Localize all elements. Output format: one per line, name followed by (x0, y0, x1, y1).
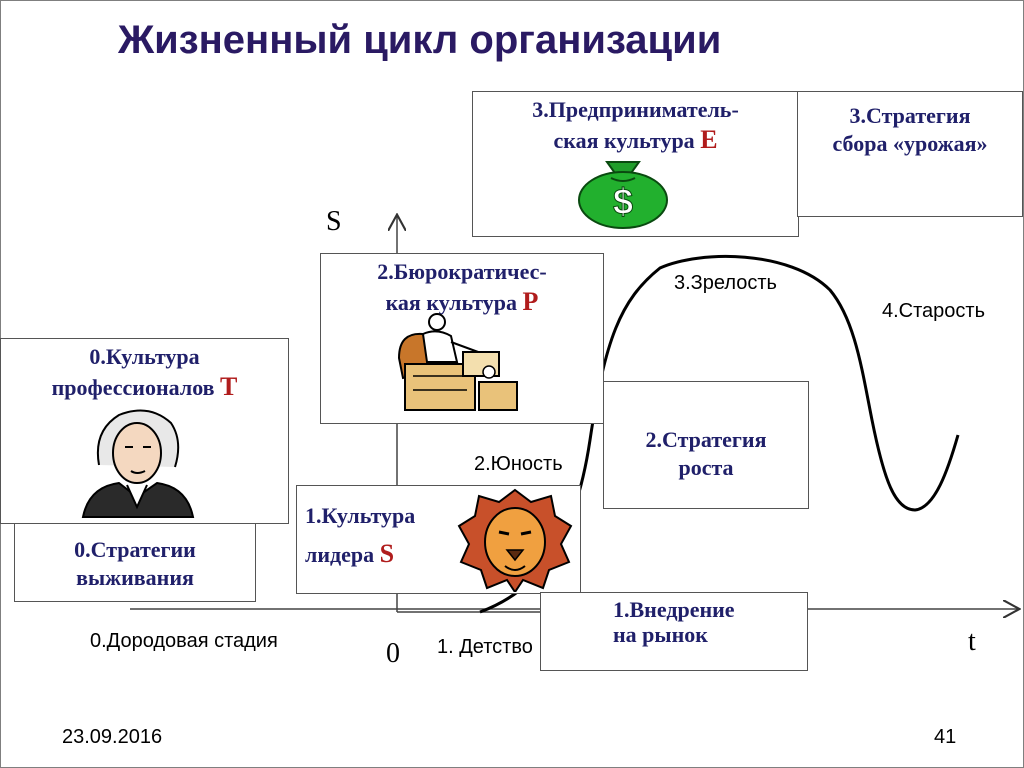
leader-culture-box: 1.Культура лидера S (296, 485, 581, 594)
professionals-culture-box: 0.Культура профессионалов T (0, 338, 289, 524)
leader-letter: S (379, 539, 395, 569)
office-desk-icon (397, 313, 518, 411)
origin-label: 0 (386, 638, 400, 669)
leader-line1: 1.Культура (305, 503, 416, 528)
slide-title: Жизненный цикл организации (118, 18, 722, 62)
entrepreneurial-line2: ская культура (553, 127, 695, 153)
leader-line2: лидера (305, 542, 375, 568)
stage-childhood: 1. Детство (437, 636, 533, 658)
stage-youth: 2.Юность (474, 453, 563, 475)
bureaucratic-line1: 2.Бюрократичес- (377, 259, 547, 284)
lion-icon (457, 488, 573, 592)
market-entry-line2: на рынок (613, 622, 708, 648)
professionals-line2: профессионалов (51, 374, 215, 400)
entrepreneurial-line1: 3.Предприниматель- (532, 97, 739, 122)
survival-line2: выживания (76, 564, 194, 590)
bureaucratic-culture-box: 2.Бюрократичес- кая культура P (320, 253, 604, 424)
stage-old-age: 4.Старость (882, 300, 986, 322)
svg-text:$: $ (613, 181, 633, 222)
page-number: 41 (934, 726, 957, 748)
survival-line1: 0.Стратегии (74, 537, 196, 562)
market-entry-line1: 1.Внедрение (613, 597, 735, 622)
y-axis-label: S (326, 206, 342, 237)
harvest-line2: сбора «урожая» (832, 130, 988, 156)
harvest-strategy-box: 3.Стратегия сбора «урожая» (797, 91, 1023, 217)
stage-maturity: 3.Зрелость (674, 272, 777, 294)
entrepreneurial-letter: E (700, 124, 718, 154)
harvest-line1: 3.Стратегия (849, 103, 971, 128)
professionals-letter: T (220, 371, 238, 401)
bureaucratic-line2: кая культура (385, 289, 518, 315)
professionals-line1: 0.Культура (89, 344, 200, 369)
stage-prenatal: 0.Дородовая стадия (90, 630, 278, 652)
bureaucratic-letter: P (522, 286, 539, 316)
entrepreneurial-culture-box: 3.Предприниматель- ская культура E $ (472, 91, 799, 237)
growth-line1: 2.Стратегия (645, 427, 767, 452)
x-axis-label: t (968, 626, 976, 657)
portrait-icon (81, 409, 195, 518)
survival-strategy-box: 0.Стратегии выживания (14, 523, 256, 602)
footer-date: 23.09.2016 (62, 726, 163, 748)
growth-strategy-box: 2.Стратегия роста (603, 381, 809, 509)
growth-line2: роста (678, 454, 734, 480)
market-entry-box: 1.Внедрение на рынок (540, 592, 808, 671)
money-bag-icon: $ (578, 161, 668, 229)
lifecycle-curve (479, 255, 960, 614)
